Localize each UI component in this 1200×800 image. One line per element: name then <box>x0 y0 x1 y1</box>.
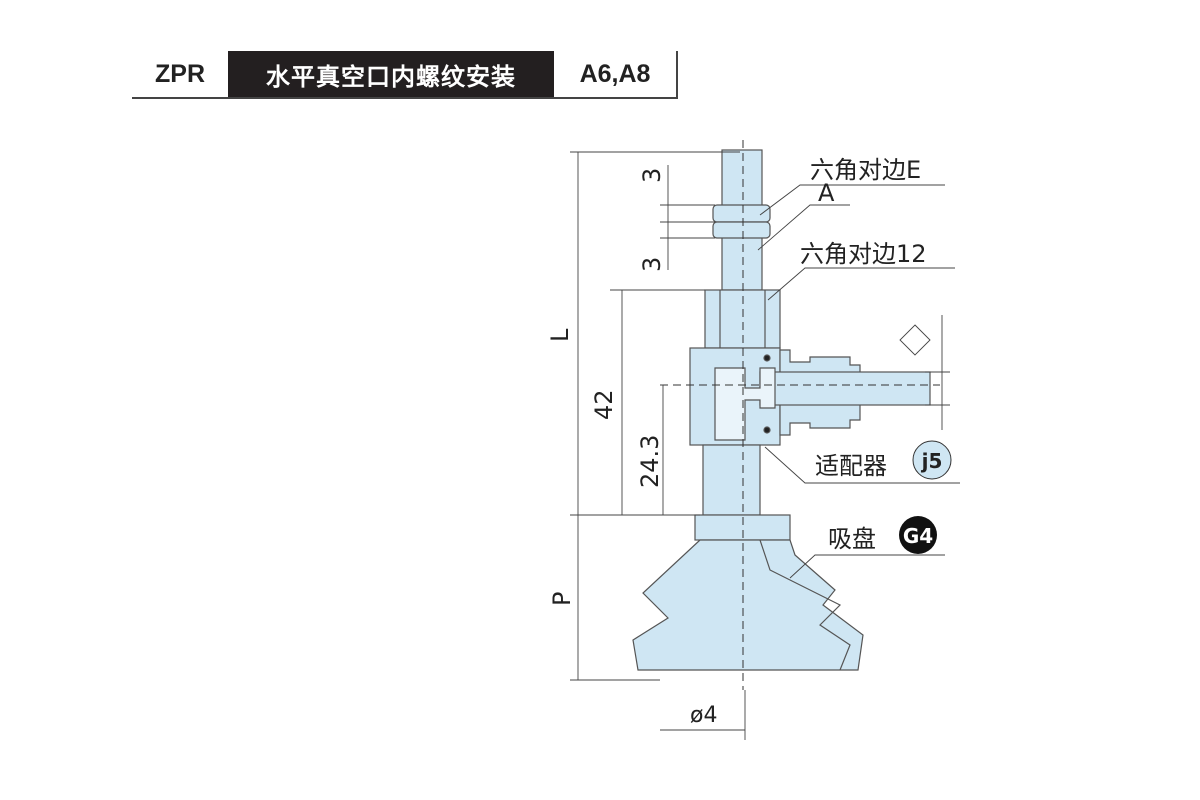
label-adapter: 适配器 <box>815 452 887 480</box>
bellows-pad <box>632 539 864 671</box>
lock-nut-lower <box>712 221 771 239</box>
label-hex-e: 六角对边E <box>810 156 921 184</box>
dim-phi4: ø4 <box>690 703 717 728</box>
lower-hex <box>702 444 761 516</box>
label-a: A <box>818 179 835 207</box>
size-label: A6,A8 <box>554 51 678 97</box>
dim-42: 42 <box>590 389 618 420</box>
pad-code-badge <box>899 516 937 554</box>
header-rule <box>132 97 678 99</box>
dim-L: L <box>546 328 574 342</box>
dim-3-top: 3 <box>638 168 666 183</box>
dimension-lines <box>570 151 960 740</box>
dim-P: P <box>548 592 576 606</box>
adapter-code-badge <box>912 440 952 480</box>
part-body <box>632 149 931 671</box>
model-label: ZPR <box>155 59 205 88</box>
page-title: 水平真空口内螺纹安装 <box>228 51 554 97</box>
pad-code: G4 <box>903 524 933 548</box>
diamond-symbol <box>899 324 931 356</box>
centerlines <box>660 140 940 690</box>
adapter-code: j5 <box>921 449 943 473</box>
label-hex-12: 六角对边12 <box>800 240 927 268</box>
tube <box>759 371 931 406</box>
dim-3-bottom: 3 <box>638 257 666 272</box>
label-pad: 吸盘 <box>828 525 876 553</box>
dim-24-3: 24.3 <box>636 435 664 488</box>
